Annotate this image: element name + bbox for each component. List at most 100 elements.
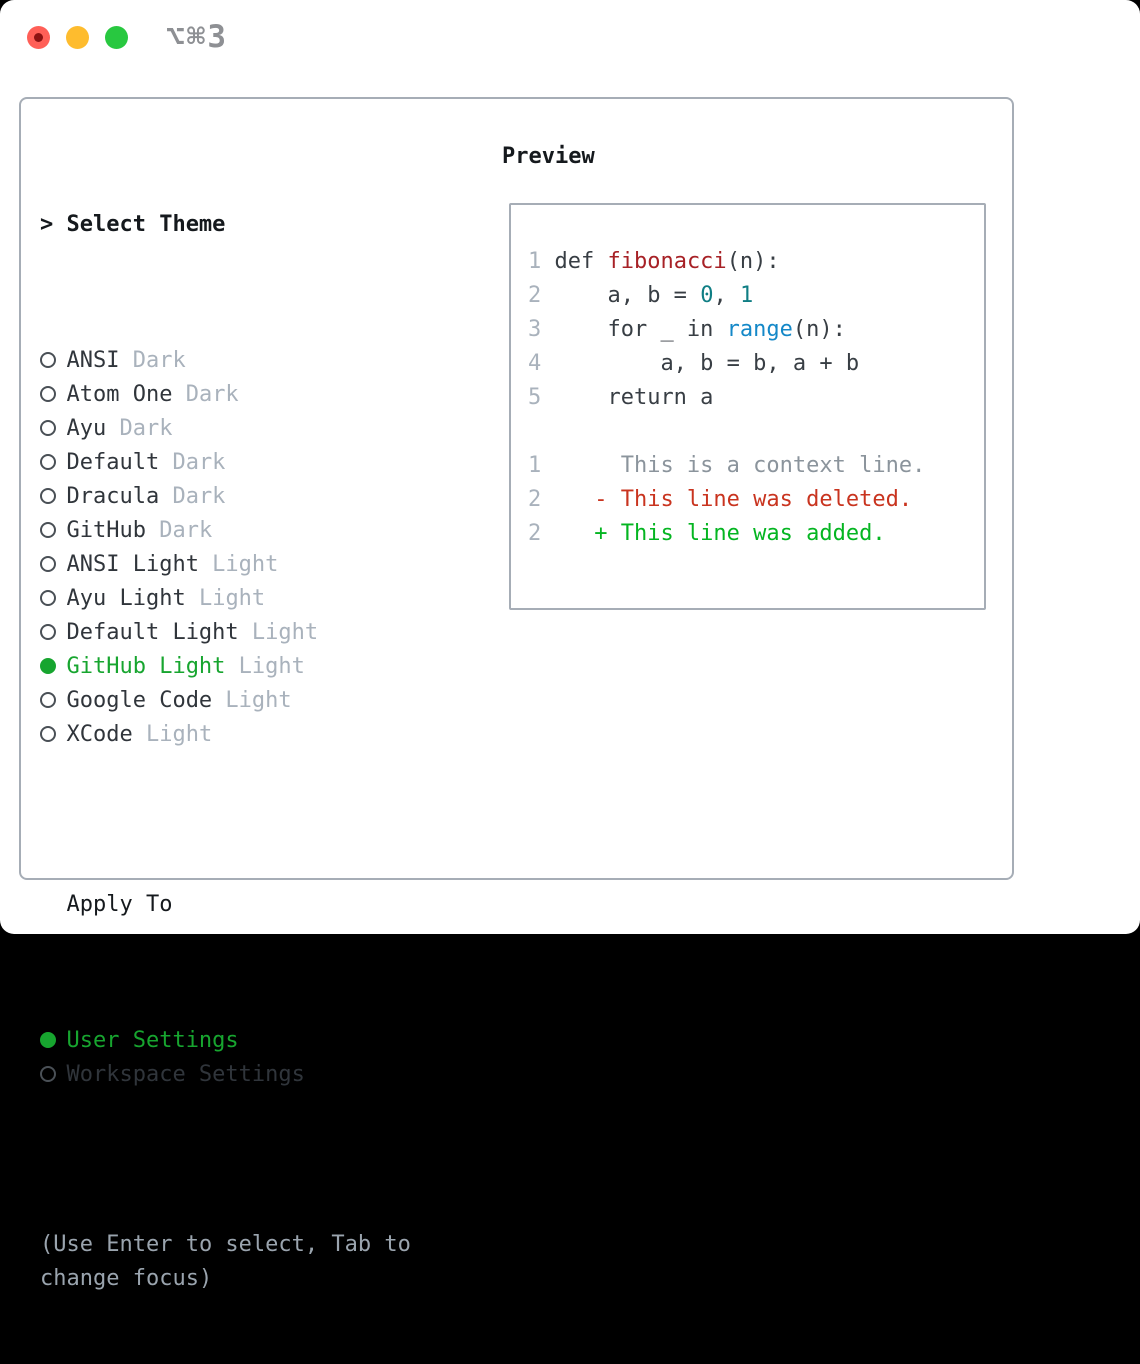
code-line: 2 - This line was deleted. (528, 483, 984, 517)
option-label: XCode (66, 722, 132, 747)
option-label: Workspace Settings (66, 1062, 304, 1087)
option-label: Ayu (66, 416, 106, 441)
variant-label: Light (199, 552, 278, 577)
variant-label: Light (212, 688, 291, 713)
code-line (528, 415, 984, 449)
variant-label: Light (239, 620, 318, 645)
preview-column: Preview 1 def fibonacci(n):2 a, b = 0, 1… (502, 140, 986, 610)
minimize-button[interactable] (66, 26, 89, 49)
titlebar: ⌥⌘3 (0, 0, 1140, 97)
theme-option-github-light[interactable]: GitHub Light Light (40, 650, 411, 684)
code-token-number: 0 (700, 283, 713, 308)
option-label: GitHub (66, 518, 145, 543)
radio-icon (40, 718, 66, 752)
line-number: 4 (528, 347, 541, 381)
prompt-caret-icon: > (40, 208, 66, 242)
theme-option-dracula[interactable]: Dracula Dark (40, 480, 411, 514)
variant-label: Dark (159, 450, 225, 475)
line-number: 2 (528, 483, 541, 517)
radio-icon (40, 616, 66, 650)
code-token-func: fibonacci (607, 249, 726, 274)
code-token-plain: a, b = (541, 283, 700, 308)
variant-label: Dark (172, 382, 238, 407)
radio-icon (40, 684, 66, 718)
option-label: GitHub Light (66, 654, 225, 679)
radio-icon (40, 1058, 66, 1092)
theme-option-ansi[interactable]: ANSI Dark (40, 344, 411, 378)
line-number: 5 (528, 381, 541, 415)
line-number: 2 (528, 517, 541, 551)
radio-icon (40, 582, 66, 616)
radio-selected-icon (40, 1024, 66, 1058)
option-label: Default Light (66, 620, 238, 645)
variant-label: Dark (159, 484, 225, 509)
option-label: User Settings (66, 1028, 238, 1053)
theme-option-atom-one[interactable]: Atom One Dark (40, 378, 411, 412)
code-line: 3 for _ in range(n): (528, 313, 984, 347)
zoom-button[interactable] (105, 26, 128, 49)
variant-label: Light (186, 586, 265, 611)
radio-icon (40, 344, 66, 378)
code-token-plain: def (541, 249, 607, 274)
radio-icon (40, 480, 66, 514)
code-line: 2 + This line was added. (528, 517, 984, 551)
code-line: 1 This is a context line. (528, 449, 984, 483)
theme-option-github[interactable]: GitHub Dark (40, 514, 411, 548)
theme-option-default-light[interactable]: Default Light Light (40, 616, 411, 650)
apply-to-heading: Apply To (40, 888, 411, 922)
code-token-plain: return a (541, 385, 713, 410)
line-number: 3 (528, 313, 541, 347)
line-number: 1 (528, 245, 541, 279)
close-button[interactable] (27, 26, 50, 49)
variant-label: Light (133, 722, 212, 747)
theme-option-google-code[interactable]: Google Code Light (40, 684, 411, 718)
code-token-deleted: - This line was deleted. (541, 487, 912, 512)
hint-line: change focus) (40, 1262, 411, 1296)
radio-icon (40, 412, 66, 446)
radio-icon (40, 446, 66, 480)
radio-selected-icon (40, 650, 66, 684)
hint-line: (Use Enter to select, Tab to (40, 1228, 411, 1262)
variant-label: Dark (106, 416, 172, 441)
option-label: ANSI (66, 348, 119, 373)
code-line: 4 a, b = b, a + b (528, 347, 984, 381)
code-token-plain: (n): (793, 317, 846, 342)
option-label: Dracula (66, 484, 159, 509)
apply-option-workspace-settings[interactable]: Workspace Settings (40, 1058, 411, 1092)
close-dot-icon (34, 33, 43, 42)
code-token-added: + This line was added. (541, 521, 885, 546)
option-label: ANSI Light (66, 552, 198, 577)
desktop: { "colors": { "accent-green": "#17a52f",… (0, 0, 1140, 934)
theme-option-xcode[interactable]: XCode Light (40, 718, 411, 752)
radio-icon (40, 378, 66, 412)
preview-heading: Preview (502, 140, 986, 174)
theme-option-ansi-light[interactable]: ANSI Light Light (40, 548, 411, 582)
code-line: 1 def fibonacci(n): (528, 245, 984, 279)
code-token-call: range (727, 317, 793, 342)
variant-label: Dark (119, 348, 185, 373)
option-label: Default (66, 450, 159, 475)
apply-option-user-settings[interactable]: User Settings (40, 1024, 411, 1058)
code-token-plain: (n): (727, 249, 780, 274)
option-label: Google Code (66, 688, 212, 713)
variant-label: Light (225, 654, 304, 679)
window-title: ⌥⌘3 (166, 19, 228, 55)
code-line: 2 a, b = 0, 1 (528, 279, 984, 313)
radio-icon (40, 548, 66, 582)
code-token-number: 1 (740, 283, 753, 308)
theme-option-ayu[interactable]: Ayu Dark (40, 412, 411, 446)
line-number: 2 (528, 279, 541, 313)
line-number: 1 (528, 449, 541, 483)
option-label: Atom One (66, 382, 172, 407)
code-token-plain: for _ in (541, 317, 726, 342)
theme-option-default[interactable]: Default Dark (40, 446, 411, 480)
code-line: 5 return a (528, 381, 984, 415)
select-theme-title: Select Theme (66, 212, 225, 237)
theme-option-ayu-light[interactable]: Ayu Light Light (40, 582, 411, 616)
code-token-context: This is a context line. (541, 453, 925, 478)
traffic-lights (27, 26, 128, 49)
